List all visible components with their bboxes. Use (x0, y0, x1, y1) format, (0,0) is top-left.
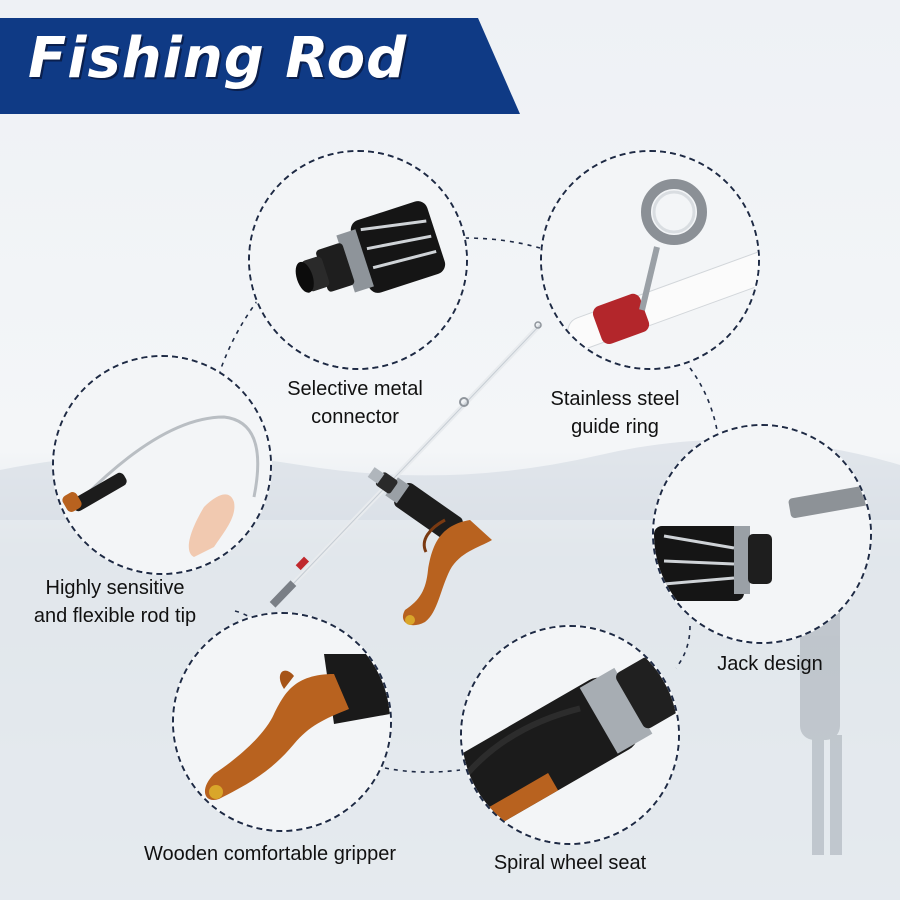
metal-connector-icon (250, 152, 466, 368)
wheel-seat-label: Spiral wheel seat (493, 852, 647, 874)
wheel-seat-detail-circle (460, 625, 680, 845)
rod-tip-label: Highly sensitive and flexible rod tip (33, 577, 197, 627)
jack-joint-icon (654, 426, 870, 642)
reel-seat-icon (462, 627, 678, 843)
rod-tip-detail-circle (52, 355, 272, 575)
guide-ring-icon (542, 152, 758, 368)
guide-ring-label: Stainless steel guide ring (550, 388, 680, 438)
jack-label: Jack design (717, 653, 823, 675)
jack-detail-circle (652, 424, 872, 644)
wooden-grip-icon (174, 614, 390, 830)
flexible-rod-tip-icon (54, 357, 270, 573)
connector-label: Selective metal connector (287, 378, 423, 428)
gripper-label: Wooden comfortable gripper (144, 843, 396, 865)
guide-ring-detail-circle (540, 150, 760, 370)
page-title: Fishing Rod (28, 26, 408, 91)
title-banner (0, 18, 520, 114)
gripper-detail-circle (172, 612, 392, 832)
connector-detail-circle (248, 150, 468, 370)
